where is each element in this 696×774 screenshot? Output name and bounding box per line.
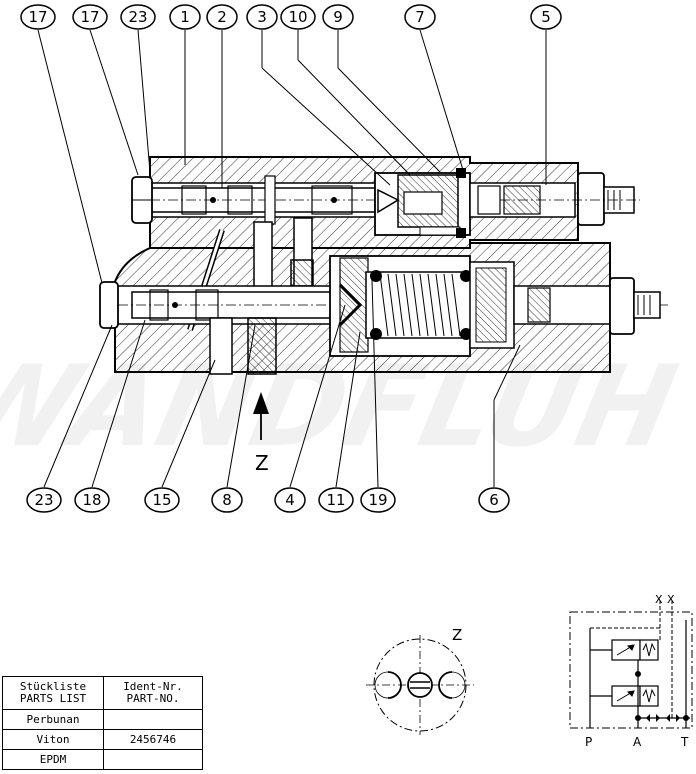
svg-text:5: 5 bbox=[541, 8, 551, 26]
view-arrow-label: Z bbox=[255, 451, 269, 475]
callout-balloon: 10 bbox=[280, 4, 316, 30]
callout-balloon: 6 bbox=[478, 487, 510, 513]
detail-view-z: Z bbox=[366, 626, 474, 735]
svg-text:9: 9 bbox=[333, 8, 343, 26]
svg-text:19: 19 bbox=[368, 491, 387, 509]
table-row: EPDM bbox=[2, 749, 203, 770]
callout-balloon: 1 bbox=[169, 4, 201, 30]
callout-balloon: 3 bbox=[246, 4, 278, 30]
callout-balloon: 11 bbox=[318, 487, 354, 513]
pilot-label-x: X bbox=[655, 593, 663, 606]
callouts-bottom: 23 18 15 8 4 11 19 6 bbox=[26, 487, 510, 513]
port-label-a: A bbox=[633, 735, 642, 749]
leader-lines bbox=[37, 29, 547, 488]
svg-text:2: 2 bbox=[217, 8, 227, 26]
svg-text:8: 8 bbox=[222, 491, 232, 509]
symbol-labels: X X P A T bbox=[585, 593, 689, 749]
svg-text:23: 23 bbox=[34, 491, 53, 509]
header-parts-list: Stückliste PARTS LIST bbox=[2, 676, 104, 710]
callout-balloon: 17 bbox=[72, 4, 108, 30]
table-header-row: Stückliste PARTS LIST Ident-Nr. PART-NO. bbox=[2, 676, 203, 710]
view-arrow-z: Z bbox=[253, 392, 269, 475]
callout-balloon: 8 bbox=[211, 487, 243, 513]
callout-balloon: 2 bbox=[206, 4, 238, 30]
material-cell: Perbunan bbox=[2, 709, 104, 730]
pilot-label-x: X bbox=[667, 593, 675, 606]
svg-text:10: 10 bbox=[288, 8, 307, 26]
svg-text:15: 15 bbox=[152, 491, 171, 509]
parts-list-table: Stückliste PARTS LIST Ident-Nr. PART-NO.… bbox=[2, 676, 203, 770]
table-row: Viton 2456746 bbox=[2, 729, 203, 750]
callout-balloon: 19 bbox=[360, 487, 396, 513]
part-no-cell: 2456746 bbox=[103, 729, 203, 750]
callout-balloon: 5 bbox=[530, 4, 562, 30]
svg-text:23: 23 bbox=[128, 8, 147, 26]
svg-text:7: 7 bbox=[415, 8, 425, 26]
callout-balloon: 23 bbox=[26, 487, 62, 513]
port-label-p: P bbox=[585, 735, 592, 749]
svg-text:18: 18 bbox=[82, 491, 101, 509]
valve-housing-section bbox=[99, 156, 670, 375]
callout-balloon: 7 bbox=[404, 4, 436, 30]
detail-view-label: Z bbox=[452, 626, 462, 644]
callout-balloon: 15 bbox=[144, 487, 180, 513]
material-cell: EPDM bbox=[2, 749, 104, 770]
svg-text:1: 1 bbox=[180, 8, 190, 26]
svg-text:4: 4 bbox=[285, 491, 295, 509]
part-no-cell bbox=[103, 749, 203, 770]
material-cell: Viton bbox=[2, 729, 104, 750]
svg-text:11: 11 bbox=[326, 491, 345, 509]
spring-coils bbox=[379, 273, 461, 337]
svg-text:3: 3 bbox=[257, 8, 267, 26]
hydraulic-symbol bbox=[569, 600, 693, 729]
callouts-top: 17 17 23 1 2 3 10 9 7 5 bbox=[20, 4, 562, 30]
svg-text:6: 6 bbox=[489, 491, 499, 509]
port-label-t: T bbox=[680, 735, 689, 749]
callout-balloon: 4 bbox=[274, 487, 306, 513]
svg-text:17: 17 bbox=[28, 8, 47, 26]
callout-balloon: 17 bbox=[20, 4, 56, 30]
callout-balloon: 9 bbox=[322, 4, 354, 30]
table-row: Perbunan bbox=[2, 709, 203, 730]
callout-balloon: 18 bbox=[74, 487, 110, 513]
part-no-cell bbox=[103, 709, 203, 730]
callout-balloon: 23 bbox=[120, 4, 156, 30]
header-part-no: Ident-Nr. PART-NO. bbox=[103, 676, 203, 710]
svg-text:17: 17 bbox=[80, 8, 99, 26]
